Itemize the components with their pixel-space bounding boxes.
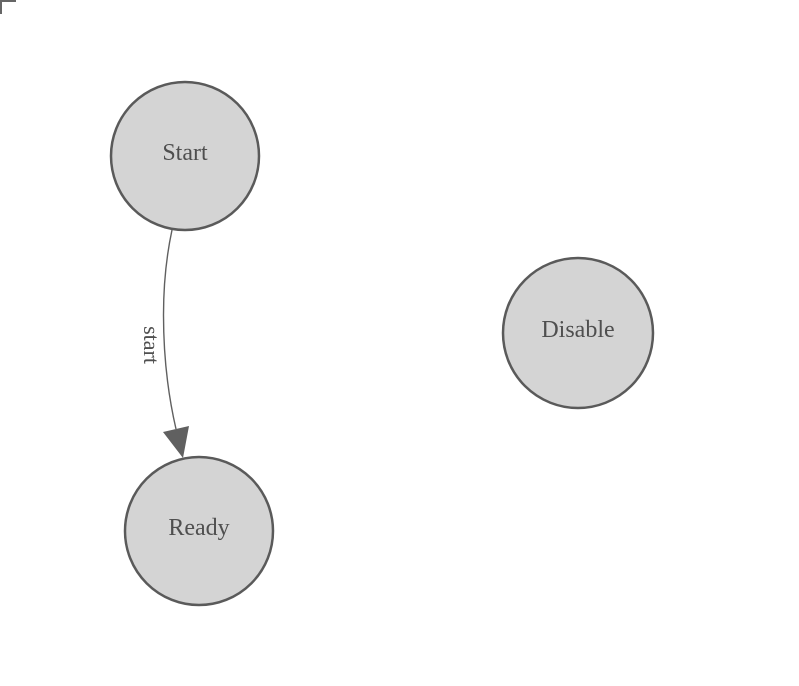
node-start-label: Start: [162, 140, 208, 166]
node-disable[interactable]: Disable: [501, 256, 655, 410]
node-start[interactable]: Start: [109, 80, 261, 232]
node-ready[interactable]: Ready: [123, 455, 275, 607]
canvas-corner-mark: [0, 0, 16, 14]
node-ready-label: Ready: [168, 515, 229, 541]
node-start-circle[interactable]: [109, 80, 261, 232]
node-ready-circle[interactable]: [123, 455, 275, 607]
node-disable-circle[interactable]: [501, 256, 655, 410]
node-disable-label: Disable: [541, 317, 614, 343]
edge-start-to-ready[interactable]: start: [139, 229, 189, 458]
edge-start-to-ready-label: start: [139, 326, 164, 364]
edge-start-to-ready-path[interactable]: [162, 229, 177, 430]
arrowhead-icon: [163, 426, 189, 458]
